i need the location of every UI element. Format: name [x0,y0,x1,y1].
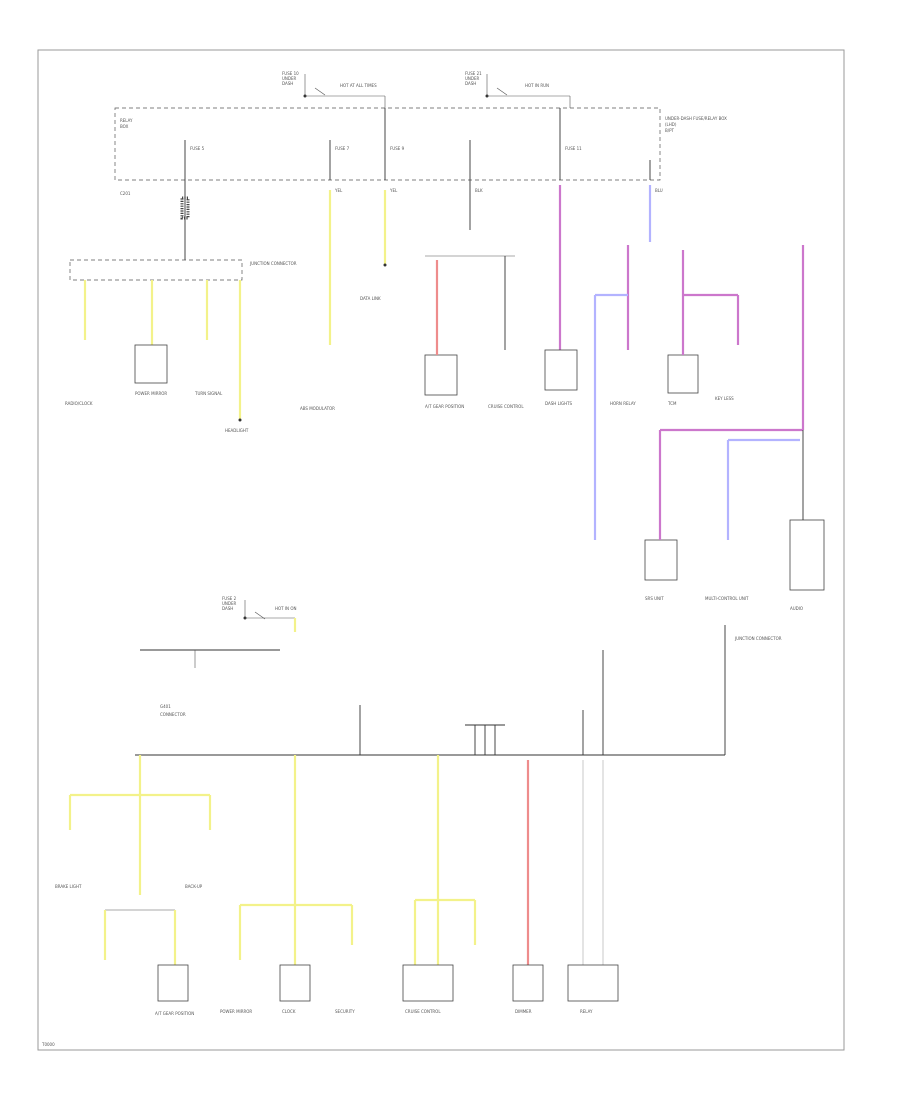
svg-text:JUNCTION CONNECTOR: JUNCTION CONNECTOR [249,261,297,266]
load-b-label-1: BRAKE LIGHT [55,884,82,889]
svg-text:BLK: BLK [475,188,483,193]
load-horn [667,354,699,394]
svg-text:UNDER: UNDER [222,601,237,606]
load-cruise-b [402,964,454,1002]
load-right-4: AUDIO [790,606,803,611]
svg-text:CONNECTOR: CONNECTOR [160,712,186,717]
svg-text:C201: C201 [120,191,131,196]
svg-text:FUSE 11: FUSE 11 [565,146,582,151]
svg-text:HOT IN ON: HOT IN ON [275,606,296,611]
load-label-8: CRUISE CONTROL [488,404,524,409]
fuse-bottom: FUSE 2 UNDER DASH HOT IN ON [222,596,296,632]
load-b-label-3: BACK-UP [185,884,203,889]
load-label-10: HORN RELAY [610,401,636,406]
load-label-11: TCM [667,401,677,406]
svg-text:YEL: YEL [389,188,398,193]
load-label-5: DATA LINK [360,296,381,301]
load-b-label-6: CRUISE CONTROL [405,1009,441,1014]
svg-text:FUSE 9: FUSE 9 [390,146,405,151]
svg-text:FUSE 10: FUSE 10 [282,71,299,76]
fuse-top-left: FUSE 10 UNDER DASH HOT AT ALL TIMES [282,71,377,98]
svg-text:HOT AT ALL TIMES: HOT AT ALL TIMES [340,83,377,88]
load-b-label-7: POWER MIRROR [220,1009,252,1014]
svg-text:DASH: DASH [465,81,476,86]
load-label-7: A/T GEAR POSITION [425,404,464,409]
svg-text:UNDER: UNDER [282,76,297,81]
svg-text:RELAY: RELAY [120,118,133,123]
load-cruise [544,349,578,391]
load-b-label-9: RELAY [580,1009,593,1014]
load-label-3: TURN SIGNAL [194,391,223,396]
svg-text:UNDER: UNDER [465,76,480,81]
svg-text:B/PT: B/PT [665,128,675,133]
load-b2 [157,964,189,1002]
fuse-top-right: FUSE 21 UNDER DASH HOT IN RUN [465,71,549,98]
svg-text:G401: G401 [160,704,171,709]
footer-code: T0000 [41,1042,55,1047]
load-label-4: HEADLIGHT [225,428,249,433]
load-b-label-5: SECURITY [335,1009,355,1014]
svg-text:YEL: YEL [334,188,343,193]
load-right-2: SRS UNIT [645,596,664,601]
connector-c1 [180,196,190,220]
load-power-mirror [134,344,168,384]
svg-text:FUSE 5: FUSE 5 [190,146,205,151]
svg-text:FUSE 7: FUSE 7 [335,146,350,151]
load-audio [789,519,825,591]
load-b-label-2: A/T GEAR POSITION [155,1011,194,1016]
load-dimmer [512,964,544,1002]
junction-sub-box: JUNCTION CONNECTOR [69,259,297,281]
load-srs [644,539,678,581]
load-label-2: POWER MIRROR [135,391,167,396]
svg-text:JUNCTION CONNECTOR: JUNCTION CONNECTOR [734,636,782,641]
load-right-1: KEY LESS [715,396,734,401]
svg-text:(LHD): (LHD) [665,122,677,127]
load-abs [424,354,458,396]
load-clock [279,964,311,1002]
load-relay-b [567,964,619,1002]
load-label-1: RADIO/CLOCK [65,401,93,406]
svg-text:BOX: BOX [120,124,129,129]
page-frame [37,49,845,1051]
svg-text:DASH: DASH [282,81,293,86]
svg-text:UNDER-DASH FUSE/RELAY BOX: UNDER-DASH FUSE/RELAY BOX [665,116,727,121]
relay-box: RELAY BOX UNDER-DASH FUSE/RELAY BOX (LHD… [114,107,727,181]
svg-text:DASH: DASH [222,606,233,611]
load-right-3: MULTI-CONTROL UNIT [705,596,749,601]
load-b-label-4: CLOCK [282,1009,296,1014]
svg-text:HOT IN RUN: HOT IN RUN [525,83,549,88]
svg-text:BLU: BLU [655,188,663,193]
load-label-6: ABS MODULATOR [300,406,335,411]
load-b-label-8: DIMMER [515,1009,532,1014]
svg-text:FUSE 2: FUSE 2 [222,596,237,601]
load-label-9: DASH LIGHTS [545,401,573,406]
svg-text:FUSE 21: FUSE 21 [465,71,482,76]
